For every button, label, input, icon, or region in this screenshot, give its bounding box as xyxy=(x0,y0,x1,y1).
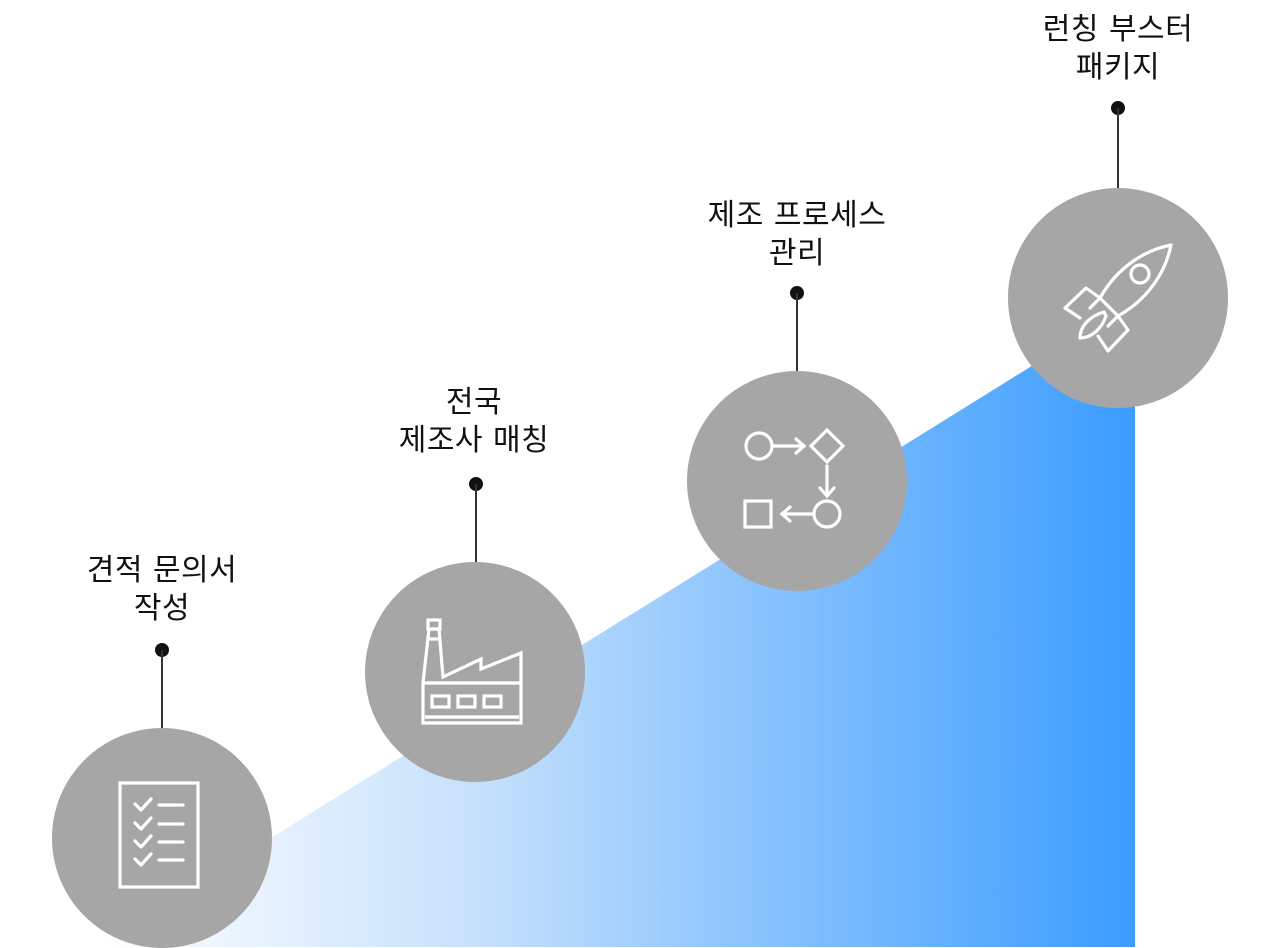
step-2-label-line-1: 전국 xyxy=(445,385,503,420)
step-3-label-line-1: 제조 프로세스 xyxy=(707,198,887,233)
checklist-icon xyxy=(118,781,200,889)
step-4-connector-line xyxy=(1117,108,1119,188)
step-4-label: 런칭 부스터 패키지 xyxy=(988,11,1248,87)
step-2-label-line-2: 제조사 매칭 xyxy=(398,423,550,458)
step-3-connector-line xyxy=(796,293,798,373)
rocket-icon xyxy=(1063,243,1173,353)
step-3-label: 제조 프로세스 관리 xyxy=(667,197,927,273)
step-1-label-line-2: 작성 xyxy=(133,591,191,626)
step-1-connector-line xyxy=(161,650,163,730)
factory-icon xyxy=(421,618,523,725)
step-4-label-line-2: 패키지 xyxy=(1075,50,1161,85)
step-3-label-line-2: 관리 xyxy=(768,236,826,271)
step-1-circle xyxy=(52,728,272,948)
step-2-circle xyxy=(365,562,585,782)
step-1-label: 견적 문의서 작성 xyxy=(32,552,292,628)
step-4-label-line-1: 런칭 부스터 xyxy=(1042,12,1194,47)
process-flow-icon xyxy=(743,427,846,529)
step-2-label: 전국 제조사 매칭 xyxy=(344,384,604,460)
step-3-circle xyxy=(687,371,907,591)
step-2-connector-line xyxy=(475,484,477,564)
step-1-label-line-1: 견적 문의서 xyxy=(86,553,238,588)
step-4-circle xyxy=(1008,188,1228,408)
